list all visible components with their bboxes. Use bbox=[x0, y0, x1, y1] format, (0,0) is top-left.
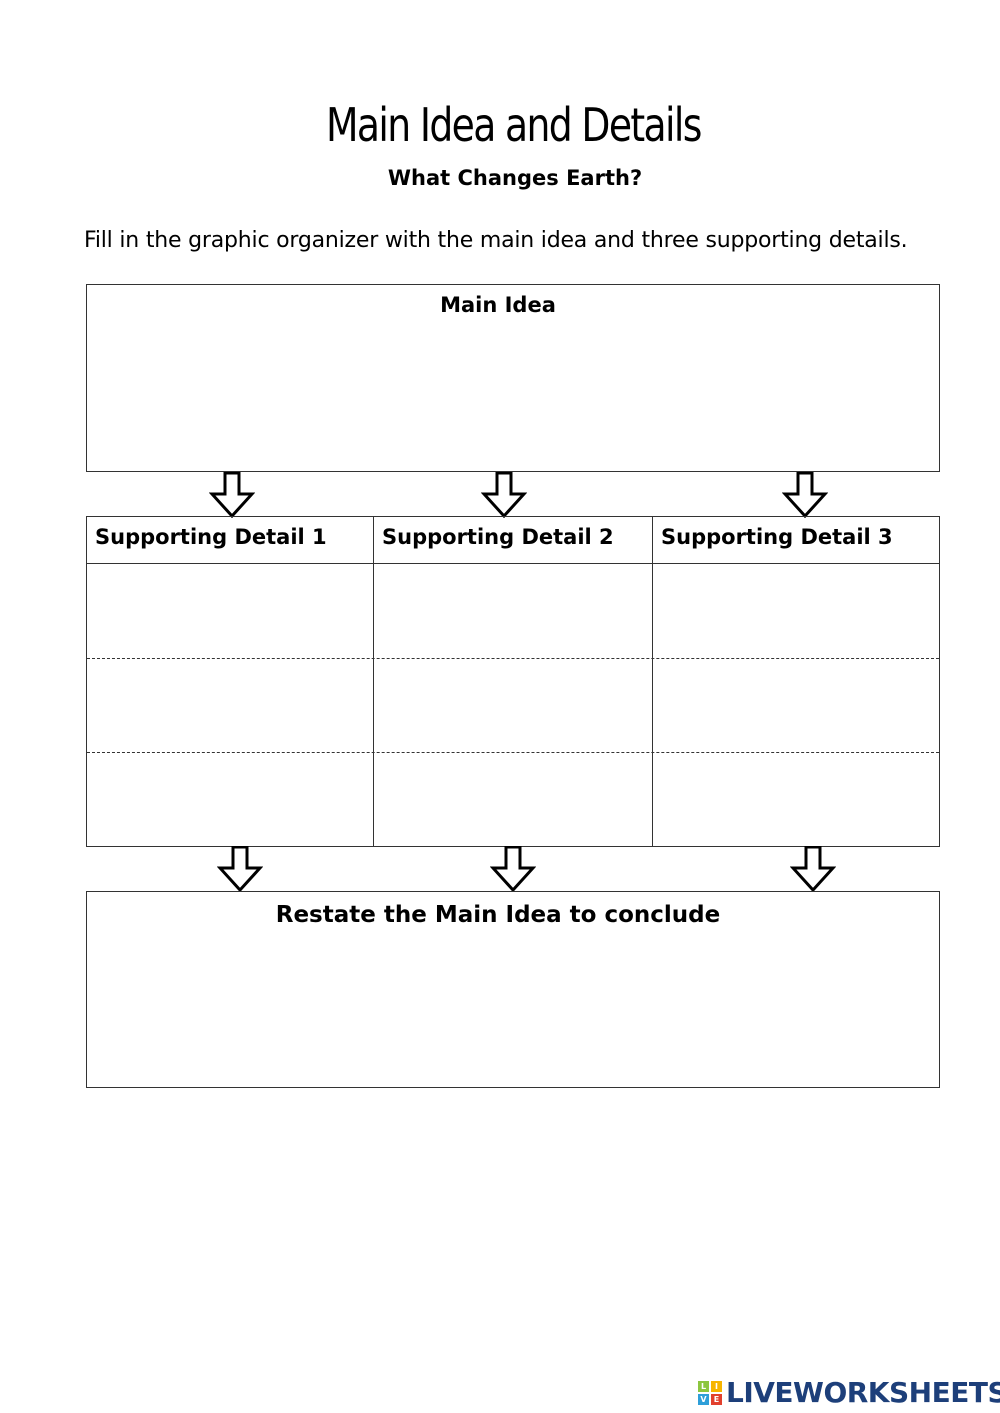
down-arrow-icon bbox=[209, 472, 255, 518]
supporting-details-table: Supporting Detail 1 Supporting Detail 2 … bbox=[86, 516, 940, 847]
header-divider bbox=[87, 563, 939, 564]
main-idea-label: Main Idea bbox=[440, 293, 556, 317]
down-arrow-icon bbox=[217, 846, 263, 892]
down-arrow-icon bbox=[490, 846, 536, 892]
liveworksheets-logo: L I V E LIVEWORKSHEETS bbox=[697, 1376, 1000, 1409]
conclusion-box[interactable]: Restate the Main Idea to conclude bbox=[86, 891, 940, 1088]
supporting-detail-2-header: Supporting Detail 2 bbox=[382, 525, 614, 549]
logo-text: LIVEWORKSHEETS bbox=[726, 1376, 1000, 1409]
conclusion-label: Restate the Main Idea to conclude bbox=[275, 902, 721, 928]
row-divider bbox=[87, 752, 939, 753]
logo-letter: E bbox=[711, 1393, 722, 1405]
page-title: Main Idea and Details bbox=[326, 98, 702, 152]
column-divider bbox=[652, 517, 653, 846]
down-arrow-icon bbox=[790, 846, 836, 892]
row-divider bbox=[87, 658, 939, 659]
down-arrow-icon bbox=[481, 472, 527, 518]
page-subtitle: What Changes Earth? bbox=[387, 166, 643, 190]
supporting-detail-1-header: Supporting Detail 1 bbox=[95, 525, 327, 549]
down-arrow-icon bbox=[782, 472, 828, 518]
logo-letter: L bbox=[698, 1380, 709, 1392]
logo-letter: I bbox=[711, 1380, 722, 1392]
instructions: Fill in the graphic organizer with the m… bbox=[84, 228, 908, 253]
column-divider bbox=[373, 517, 374, 846]
logo-mark-icon: L I V E bbox=[697, 1380, 723, 1406]
supporting-detail-3-header: Supporting Detail 3 bbox=[661, 525, 893, 549]
main-idea-box[interactable]: Main Idea bbox=[86, 284, 940, 472]
logo-letter: V bbox=[698, 1393, 709, 1405]
